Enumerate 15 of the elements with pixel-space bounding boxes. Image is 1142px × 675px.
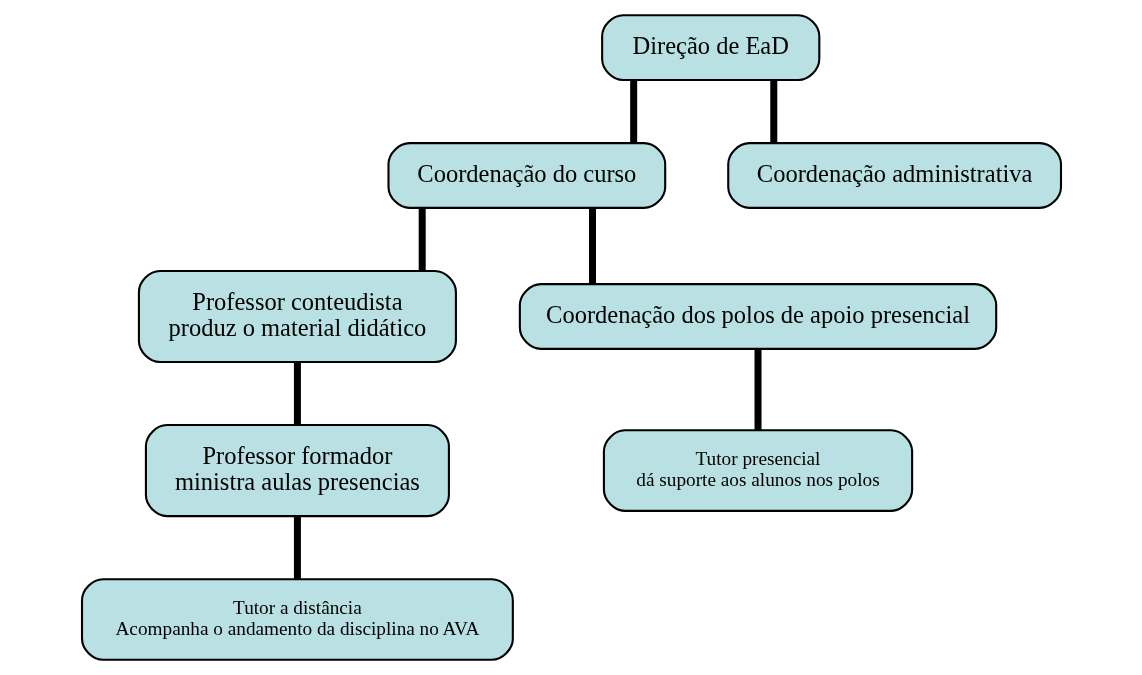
connector [754, 349, 762, 431]
node-box: Professor conteudista produz o material didático [137, 269, 457, 364]
connector [293, 362, 301, 425]
node-box: Coordenação administrativa [726, 142, 1062, 209]
connector [293, 516, 301, 579]
connector [588, 208, 596, 284]
node-box: Tutor a distância Acompanha o andamento da disciplina no AVA [80, 578, 514, 661]
node-box: Coordenação do curso [386, 142, 666, 209]
connector [629, 80, 637, 143]
node-box: Direção de EaD [600, 14, 820, 82]
connector [769, 80, 777, 143]
node-box: Professor formador ministra aulas presencias [144, 424, 450, 518]
node-box: Tutor presencial dá suporte aos alunos nos polos [602, 429, 913, 512]
node-box: Coordenação dos polos de apoio presencial [518, 283, 997, 350]
connector [418, 208, 426, 271]
